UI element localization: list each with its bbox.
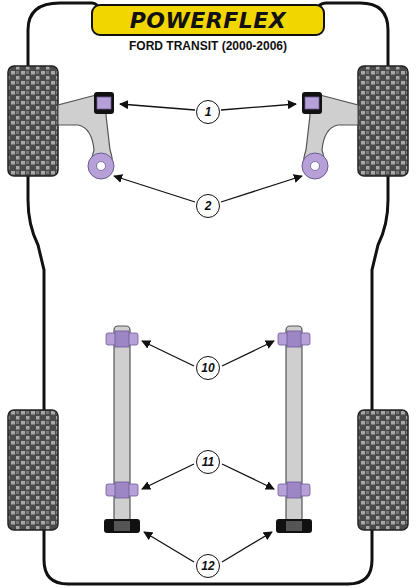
callout-circle: 1 — [196, 100, 220, 124]
callout-number: 11 — [202, 456, 214, 468]
lower-arm — [58, 95, 113, 177]
tyre — [8, 410, 58, 530]
callout-number: 12 — [201, 560, 214, 572]
shackle-lower-bush — [104, 519, 312, 533]
shackle-bush — [106, 482, 310, 498]
callout-number: 10 — [201, 362, 214, 374]
callout-circle: 11 — [196, 450, 220, 474]
rear-arm-bush — [88, 153, 328, 179]
spring-eye-bush — [106, 331, 310, 347]
body-outline — [28, 3, 388, 584]
lower-arm — [303, 95, 358, 177]
brand-logo: POWERFLEX — [130, 8, 287, 33]
leader-lines — [114, 104, 302, 562]
callout-circle: 10 — [196, 356, 220, 380]
tyre — [358, 410, 408, 530]
tyre — [8, 66, 58, 176]
leaf-spring — [114, 326, 302, 522]
callout-number: 1 — [205, 106, 212, 118]
tyre — [358, 66, 408, 176]
model-title: FORD TRANSIT (2000-2006) — [129, 39, 287, 53]
callout-circle: 12 — [196, 554, 220, 578]
callout-circle: 2 — [196, 194, 220, 218]
logo-badge — [92, 5, 324, 35]
callout-number: 2 — [205, 200, 212, 212]
